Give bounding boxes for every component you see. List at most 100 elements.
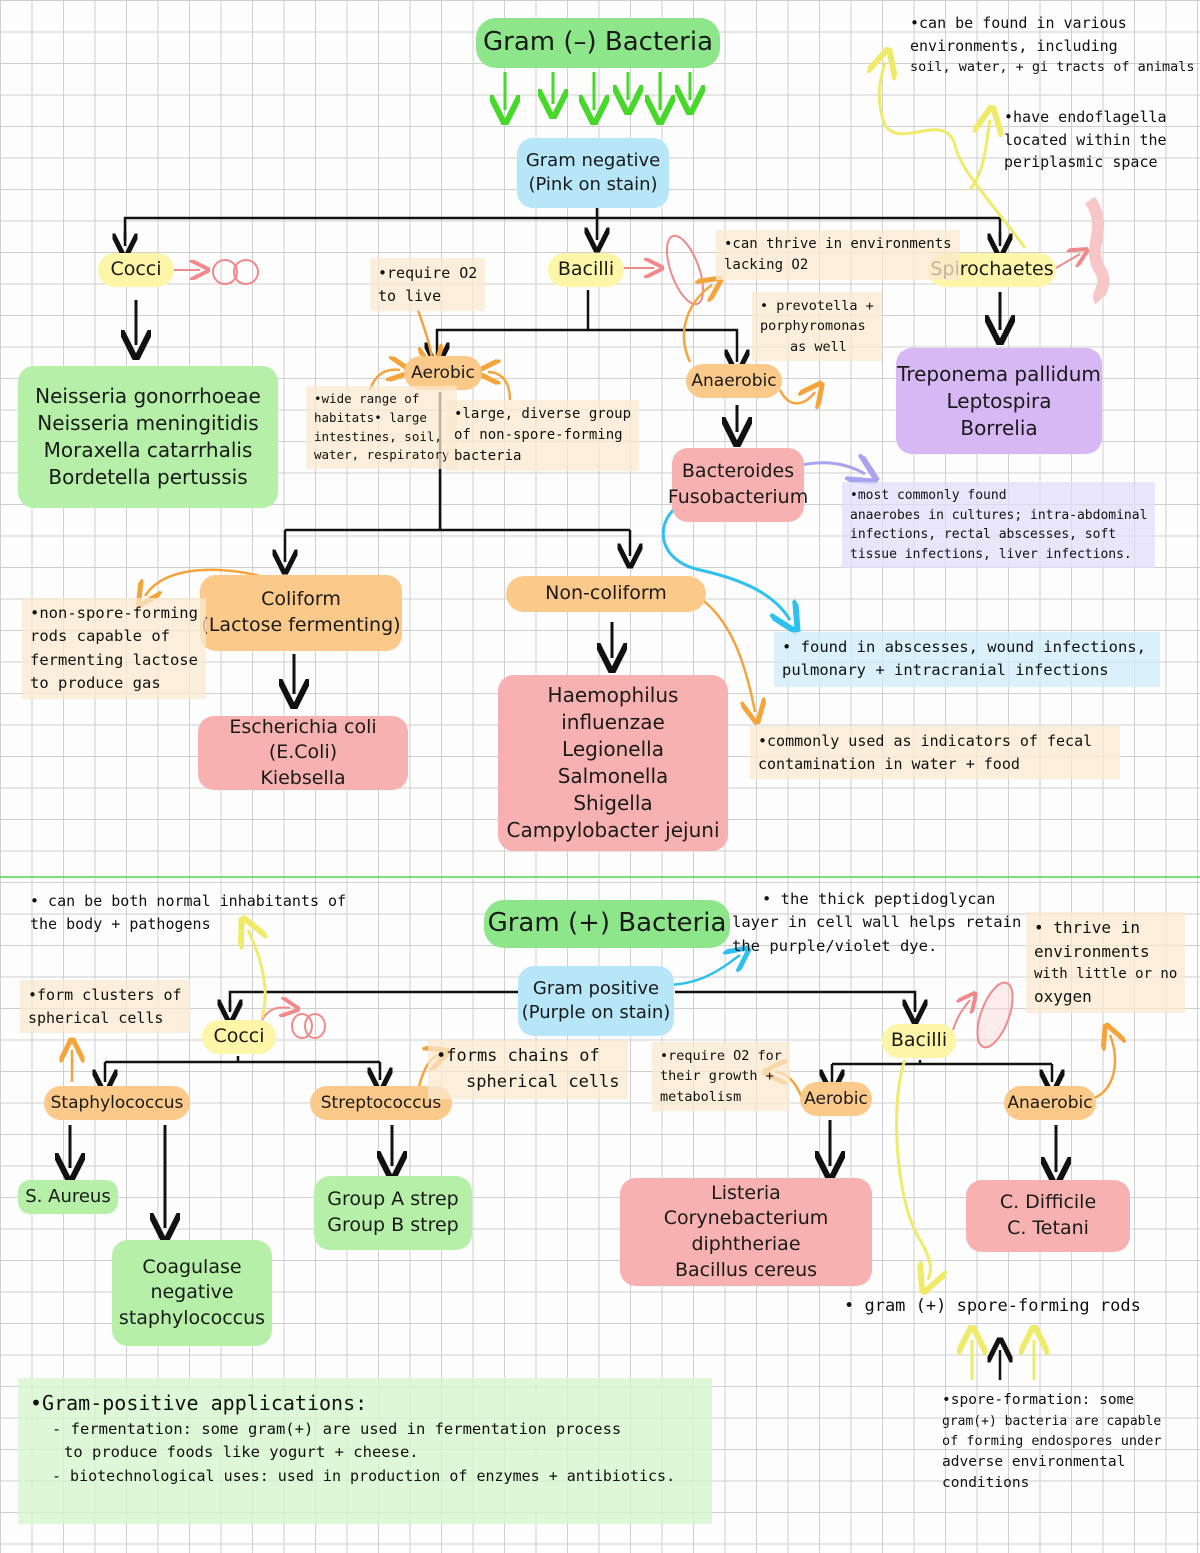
list-item: Legionella [562, 737, 664, 761]
note-line: as well [790, 338, 847, 355]
gram-negative-stain: Gram negative (Pink on stain) [517, 138, 669, 208]
neg-coliform-list: Escherichia coli (E.Coli) Kiebsella [198, 716, 408, 790]
note-line: • the thick peptidoglycan [762, 890, 996, 908]
applications-heading: •Gram-positive applications: [30, 1391, 368, 1415]
note-line: metabolism [660, 1088, 742, 1105]
note-line: intestines, soil, [314, 428, 442, 444]
note-line: adverse environmental [942, 1453, 1126, 1470]
note-line: •require O2 for [660, 1048, 782, 1064]
neg-bacilli-node: Bacilli [548, 253, 624, 287]
note-common-anaerobes: •most commonly found anaerobes in cultur… [842, 482, 1156, 568]
list-item: Haemophilus influenzae [547, 683, 679, 734]
note-line: environments, including [910, 36, 1118, 55]
pos-aerobic-node: Aerobic [800, 1082, 872, 1116]
coliform-label: Coliform [261, 588, 341, 611]
note-line: •most commonly found [850, 488, 1007, 503]
note-normal-inhabitants: • can be both normal inhabitants of the … [22, 886, 354, 939]
note-line: •require O2 [378, 264, 478, 282]
note-require-o2: •require O2 to live [370, 258, 486, 311]
stain-line-1: Gram negative [525, 149, 661, 171]
list-item: Escherichia coli (E.Coli) [229, 715, 377, 764]
list-item: Neisseria meningitidis [37, 411, 259, 435]
gram-positive-stain: Gram positive (Purple on stain) [518, 966, 674, 1036]
note-spore-forming-rods: • gram (+) spore-forming rods [844, 1296, 1141, 1316]
stain-line-1: Gram positive [532, 977, 660, 999]
neg-coliform-node: Coliform (Lactose fermenting) [200, 575, 402, 651]
note-line: anaerobes in cultures; intra-abdominal [850, 507, 1148, 523]
note-wide-range: •wide range of habitats• large intestine… [306, 386, 458, 469]
note-peptidoglycan: • the thick peptidoglycan layer in cell … [724, 884, 1029, 962]
note-line: •have endoflagella [1004, 108, 1167, 126]
note-line: bacteria [454, 448, 522, 464]
note-line: lacking O2 [724, 257, 809, 273]
pos-staph-node: Staphylococcus [44, 1086, 190, 1120]
gram-positive-applications: •Gram-positive applications: - fermentat… [18, 1378, 712, 1524]
green-arrows [505, 72, 690, 110]
stain-line-2: (Purple on stain) [521, 1002, 671, 1023]
note-line: periplasmic space [1004, 153, 1158, 171]
list-item: Bordetella pertussis [48, 465, 248, 489]
note-line: to live [378, 286, 442, 305]
note-line: infections, rectal abscesses, soft [850, 527, 1117, 542]
note-line: • thrive in [1034, 918, 1140, 937]
list-item: Fusobacterium [667, 486, 809, 508]
note-line: of forming endospores under [942, 1433, 1162, 1450]
list-item: Group A strep [327, 1188, 459, 1211]
note-line: •commonly used as indicators of fecal [758, 732, 1093, 750]
pos-aureus: S. Aureus [18, 1180, 118, 1214]
gram-negative-title: Gram (–) Bacteria [476, 18, 720, 68]
note-line: the body + pathogens [30, 914, 211, 933]
note-line: • can be both normal inhabitants of [30, 892, 347, 910]
note-thrive-lacking-o2: •can thrive in environments lacking O2 [716, 230, 960, 280]
note-line: conditions [942, 1475, 1030, 1492]
list-item: C. Difficile [999, 1191, 1097, 1214]
note-line: •form clusters of [28, 986, 182, 1004]
list-item: Kiebsella [260, 766, 346, 789]
note-line: layer in cell wall helps retain [732, 913, 1022, 932]
section-divider [0, 876, 1200, 878]
list-item: Listeria [711, 1181, 781, 1204]
note-non-spore-forming: •non-spore-forming rods capable of ferme… [22, 598, 206, 699]
note-prevotella: • prevotella + porphyromonas as well [752, 292, 882, 361]
note-fecal-indicators: •commonly used as indicators of fecal co… [750, 726, 1120, 779]
note-line: •spore-formation: some [942, 1392, 1135, 1408]
pos-anaerobic-list: C. Difficile C. Tetani [966, 1180, 1130, 1252]
neg-cocci-list: Neisseria gonorrhoeae Neisseria meningit… [18, 366, 278, 508]
list-item: Group B strep [327, 1214, 459, 1236]
note-endoflagella: •have endoflagella located within the pe… [996, 102, 1175, 178]
neg-noncoliform-list: Haemophilus influenzae Legionella Salmon… [498, 675, 728, 851]
pos-bacilli-node: Bacilli [882, 1024, 956, 1058]
note-environments: •can be found in various environments, i… [902, 8, 1200, 81]
note-line: spherical cells [466, 1071, 620, 1092]
note-require-o2-growth: •require O2 for their growth + metabolis… [652, 1042, 790, 1111]
note-line: gram(+) bacteria are capable [942, 1413, 1162, 1429]
note-line: oxygen [1034, 987, 1092, 1006]
pos-strep-list: Group A strep Group B strep [314, 1176, 472, 1250]
note-line: porphyromonas [760, 318, 866, 335]
list-item: Bacteroides [681, 460, 795, 483]
list-item: negative [150, 1281, 234, 1304]
list-item: Salmonella [557, 764, 669, 788]
list-item: Bacillus cereus [674, 1258, 818, 1281]
neg-anaerobic-node: Anaerobic [686, 364, 782, 398]
neg-aerobic-node: Aerobic [404, 356, 482, 390]
pos-aerobic-list: Listeria Corynebacterium diphtheriae Bac… [620, 1178, 872, 1286]
note-chains: •forms chains of spherical cells [428, 1040, 628, 1099]
note-line: soil, water, + gi tracts of animals [910, 59, 1195, 75]
note-line: located within the [1004, 130, 1167, 149]
note-line: water, respiratory [314, 447, 450, 463]
neg-spiro-list: Treponema pallidum Leptospira Borrelia [896, 348, 1102, 454]
list-item: Treponema pallidum [897, 361, 1101, 386]
note-line: •forms chains of [436, 1046, 600, 1066]
neg-anaerobe-list: Bacteroides Fusobacterium [668, 448, 808, 522]
list-item: Coagulase [142, 1255, 242, 1278]
note-line: - biotechnological uses: used in product… [52, 1466, 676, 1485]
neg-cocci-node: Cocci [98, 253, 174, 287]
stain-line-2: (Pink on stain) [528, 174, 658, 195]
note-line: of non-spore-forming [454, 427, 623, 443]
note-line: •can thrive in environments [724, 236, 952, 252]
note-large-group: •large, diverse group of non-spore-formi… [446, 400, 640, 471]
list-item: Neisseria gonorrhoeae [35, 384, 261, 408]
note-line: tissue infections, liver infections. [850, 546, 1132, 562]
note-clusters: •form clusters of spherical cells [20, 980, 190, 1033]
